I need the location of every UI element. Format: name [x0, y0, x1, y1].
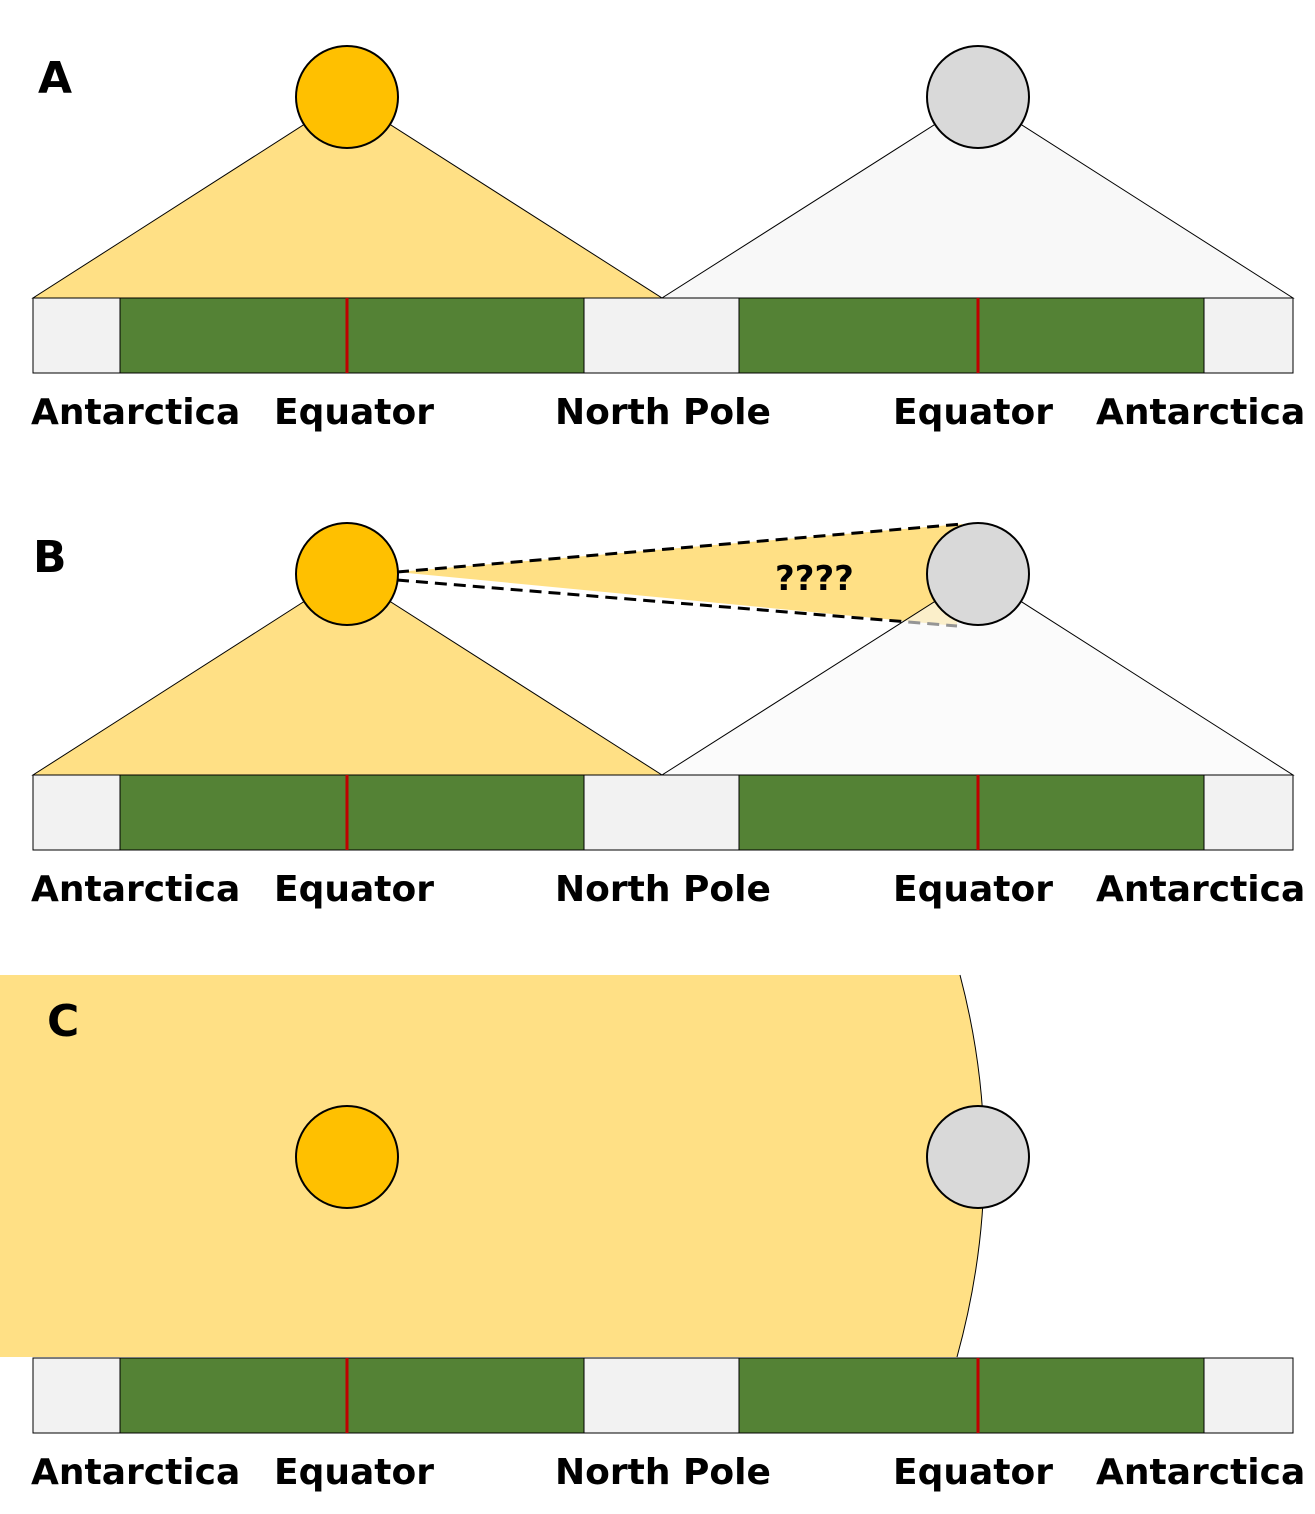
- bar-label: North Pole: [555, 392, 771, 433]
- ice-segment: [32, 1357, 121, 1434]
- moon-circle: [926, 522, 1030, 626]
- ice-segment: [583, 774, 740, 851]
- bar-label: Equator: [893, 869, 1053, 910]
- panel-c: Antarctica Equator North Pole Equator Antarc…: [0, 974, 1305, 1493]
- ice-segment: [32, 774, 121, 851]
- land-segment: [738, 297, 1205, 374]
- sun-circle: [295, 1105, 399, 1209]
- land-segment: [738, 774, 1205, 851]
- bar-label: Antarctica: [31, 1452, 240, 1493]
- bar-label: North Pole: [555, 1452, 771, 1493]
- ice-segment: [583, 1357, 740, 1434]
- bar-label: Antarctica: [1096, 392, 1305, 433]
- panel-label: B: [33, 532, 67, 583]
- panel-label: C: [47, 996, 79, 1047]
- bar-label: Antarctica: [31, 869, 240, 910]
- sun-circle: [295, 45, 399, 149]
- ice-segment: [1203, 774, 1294, 851]
- reflected-light-beam: [397, 524, 962, 626]
- sunlight-region: [0, 975, 985, 1357]
- land-segment: [119, 1357, 585, 1434]
- bar-label: Equator: [274, 869, 434, 910]
- panel-b: ???? Antarctica Equator North Pole Equator An…: [31, 522, 1305, 910]
- panel-a: Antarctica Equator North Pole Equator Antarc…: [31, 45, 1305, 433]
- ice-segment: [583, 297, 740, 374]
- bar-label: Equator: [893, 392, 1053, 433]
- bar-label: Antarctica: [31, 392, 240, 433]
- moon-circle: [926, 45, 1030, 149]
- land-segment: [119, 297, 585, 374]
- land-segment: [738, 1357, 1205, 1434]
- bar-label: Equator: [274, 1452, 434, 1493]
- bar-label: Equator: [274, 392, 434, 433]
- bar-label: Antarctica: [1096, 1452, 1305, 1493]
- sun-circle: [295, 522, 399, 626]
- bar-label: Equator: [893, 1452, 1053, 1493]
- land-segment: [119, 774, 585, 851]
- ice-segment: [32, 297, 121, 374]
- unknown-annotation: ????: [775, 559, 854, 599]
- bar-label: Antarctica: [1096, 869, 1305, 910]
- bar-label: North Pole: [555, 869, 771, 910]
- ice-segment: [1203, 1357, 1294, 1434]
- ice-segment: [1203, 297, 1294, 374]
- moon-circle: [926, 1105, 1030, 1209]
- panel-label: A: [38, 53, 72, 104]
